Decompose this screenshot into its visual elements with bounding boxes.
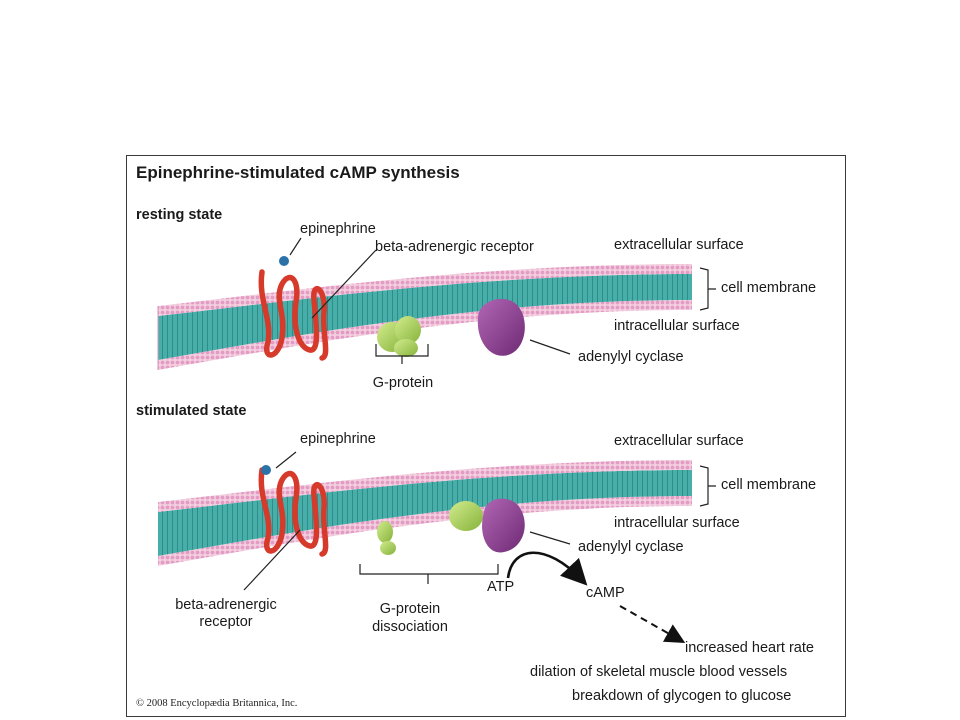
resting-adenylyl-cyclase-label: adenylyl cyclase — [578, 349, 684, 365]
stimulated-epinephrine-pointer — [275, 451, 297, 469]
resting-adenylyl-cyclase — [477, 298, 525, 356]
stimulated-g-protein-fragment — [377, 521, 396, 555]
resting-membrane-bracket — [699, 267, 716, 311]
stimulated-g-protein-alpha — [449, 501, 483, 531]
stimulated-receptor — [258, 467, 329, 557]
copyright-notice: © 2008 Encyclopædia Britannica, Inc. — [136, 698, 298, 709]
stimulated-g-protein-label-line1: G-protein — [379, 601, 441, 617]
resting-intracellular-label: intracellular surface — [614, 318, 740, 334]
stimulated-cyclase-pointer — [529, 531, 571, 545]
stimulated-intracellular-label: intracellular surface — [614, 515, 740, 531]
stimulated-g-protein-label-line2: dissociation — [372, 619, 448, 635]
stimulated-state-heading: stimulated state — [136, 403, 247, 419]
stimulated-receptor-label-line2: receptor — [199, 614, 253, 630]
resting-receptor-pointer — [311, 249, 377, 319]
resting-g-protein — [377, 316, 421, 357]
stimulated-epinephrine-molecule — [261, 465, 271, 475]
stimulated-membrane — [158, 460, 692, 566]
camp-label: cAMP — [586, 585, 625, 601]
resting-epinephrine-pointer — [289, 237, 302, 256]
resting-membrane — [157, 264, 692, 370]
stimulated-cell-membrane-label: cell membrane — [721, 477, 817, 493]
camp-effects-arrow — [619, 605, 686, 643]
resting-cyclase-pointer — [529, 339, 571, 355]
resting-receptor — [258, 269, 329, 361]
stimulated-epinephrine-label: epinephrine — [300, 431, 376, 447]
resting-g-protein-bracket — [375, 344, 429, 364]
stimulated-receptor-pointer — [243, 529, 301, 591]
effect-blood-vessels: dilation of skeletal muscle blood vessel… — [530, 664, 788, 680]
effect-glycogen: breakdown of glycogen to glucose — [572, 688, 792, 704]
stimulated-membrane-bracket — [699, 465, 716, 507]
figure-frame — [126, 155, 846, 717]
resting-g-protein-label: G-protein — [372, 375, 434, 391]
stimulated-adenylyl-cyclase-label: adenylyl cyclase — [578, 539, 684, 555]
resting-epinephrine-label: epinephrine — [300, 221, 376, 237]
effect-heart-rate: increased heart rate — [685, 640, 814, 656]
resting-state-heading: resting state — [136, 207, 223, 223]
resting-cell-membrane-label: cell membrane — [721, 280, 817, 296]
atp-to-camp-arrow — [506, 551, 588, 586]
stimulated-adenylyl-cyclase — [482, 498, 525, 553]
resting-receptor-label: beta-adrenergic receptor — [375, 239, 534, 255]
atp-label: ATP — [487, 579, 515, 595]
stimulated-extracellular-label: extracellular surface — [614, 433, 744, 449]
resting-extracellular-label: extracellular surface — [614, 237, 744, 253]
resting-epinephrine-molecule — [279, 256, 289, 266]
stimulated-g-protein-bracket — [359, 564, 499, 584]
figure-title: Epinephrine-stimulated cAMP synthesis — [136, 163, 460, 182]
stimulated-receptor-label-line1: beta-adrenergic — [175, 597, 277, 613]
